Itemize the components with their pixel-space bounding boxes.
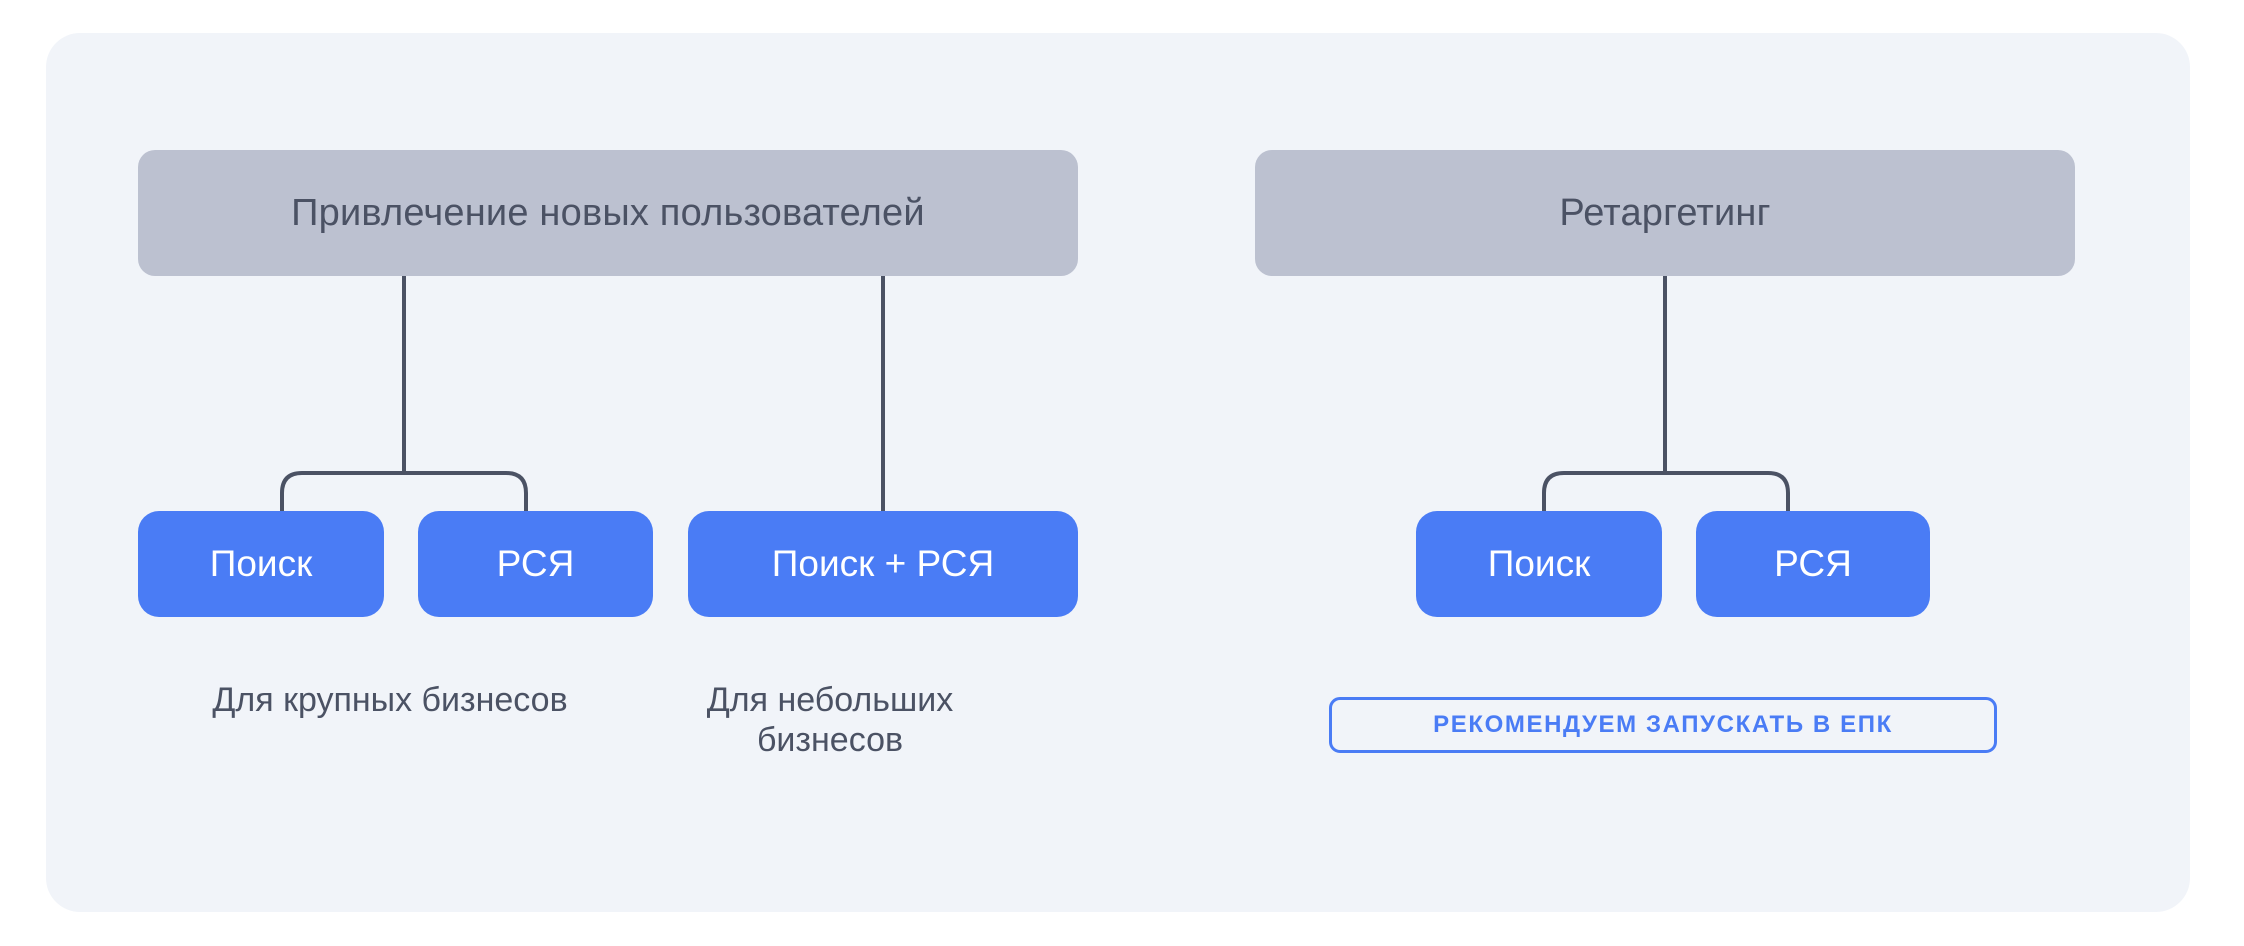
caption-small-business: Для небольших бизнесов — [706, 681, 954, 760]
caption-large-business: Для крупных бизнесов — [212, 681, 568, 719]
channel-box-acquisition-search-plus-rsya: Поиск + РСЯ — [688, 511, 1078, 617]
header-label-acquisition: Привлечение новых пользователей — [291, 191, 925, 234]
badge-epk-label: РЕКОМЕНДУЕМ ЗАПУСКАТЬ В ЕПК — [1433, 711, 1893, 738]
header-box-acquisition: Привлечение новых пользователей — [138, 150, 1078, 276]
channel-label-acquisition-both: Поиск + РСЯ — [771, 543, 995, 584]
channel-box-retargeting-search: Поиск — [1416, 511, 1662, 617]
channel-box-acquisition-rsya: РСЯ — [418, 511, 653, 617]
channel-label-retargeting-rsya: РСЯ — [1774, 543, 1852, 584]
channel-label-acquisition-rsya: РСЯ — [496, 543, 575, 584]
channel-label-acquisition-search: Поиск — [209, 543, 313, 584]
header-box-retargeting: Ретаргетинг — [1255, 150, 2075, 276]
channel-label-retargeting-search: Поиск — [1487, 543, 1591, 584]
header-label-retargeting: Ретаргетинг — [1559, 191, 1771, 234]
badge-epk-recommendation: РЕКОМЕНДУЕМ ЗАПУСКАТЬ В ЕПК — [1329, 697, 1997, 753]
channel-box-acquisition-search: Поиск — [138, 511, 384, 617]
channel-box-retargeting-rsya: РСЯ — [1696, 511, 1930, 617]
